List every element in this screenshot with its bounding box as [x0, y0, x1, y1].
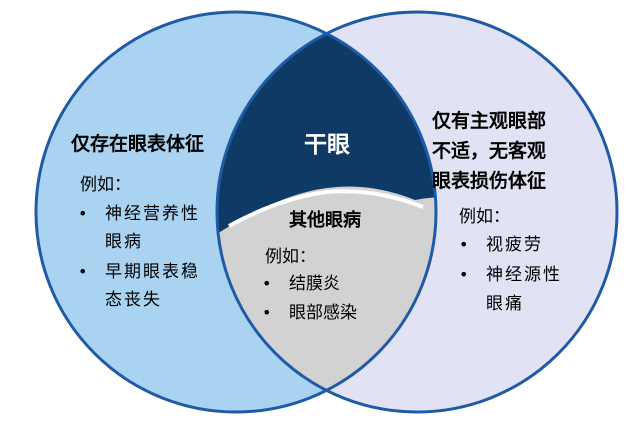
lens-divider [228, 189, 424, 228]
left-bullet-1: • [78, 204, 87, 223]
right-title-line-1: 仅有主观眼部 [431, 109, 546, 132]
left-bullet-2: • [78, 262, 87, 281]
right-bullet-2: • [459, 265, 468, 284]
right-circle-outline [215, 10, 619, 414]
left-item-1-line-2: 眼病 [105, 232, 143, 252]
left-item-2-line-1: 早期眼表稳 [105, 262, 200, 282]
other-eye-disease-title: 其他眼病 [289, 209, 361, 231]
right-bullet-1: • [459, 235, 468, 254]
right-item-2-line-2: 眼痛 [486, 294, 524, 314]
right-item-1: 视疲劳 [486, 235, 543, 255]
left-title: 仅存在眼表体征 [70, 132, 204, 155]
center-example-label: 例如： [265, 247, 316, 267]
left-example-label: 例如： [80, 175, 131, 195]
right-example-label: 例如： [459, 207, 510, 227]
center-bullet-1: • [262, 274, 271, 293]
left-circle-outline [34, 10, 438, 414]
center-item-1: 结膜炎 [289, 274, 340, 294]
right-item-2-line-1: 神经源性 [486, 265, 562, 285]
left-item-1-line-1: 神经营养性 [105, 204, 200, 224]
center-item-2: 眼部感染 [289, 303, 357, 323]
right-title-line-2: 不适，无客观 [432, 139, 546, 162]
left-item-2-line-2: 态丧失 [105, 290, 162, 310]
center-bullet-2: • [262, 303, 271, 322]
dry-eye-title: 干眼 [304, 131, 350, 158]
right-title-line-3: 眼表损伤体征 [432, 169, 546, 192]
